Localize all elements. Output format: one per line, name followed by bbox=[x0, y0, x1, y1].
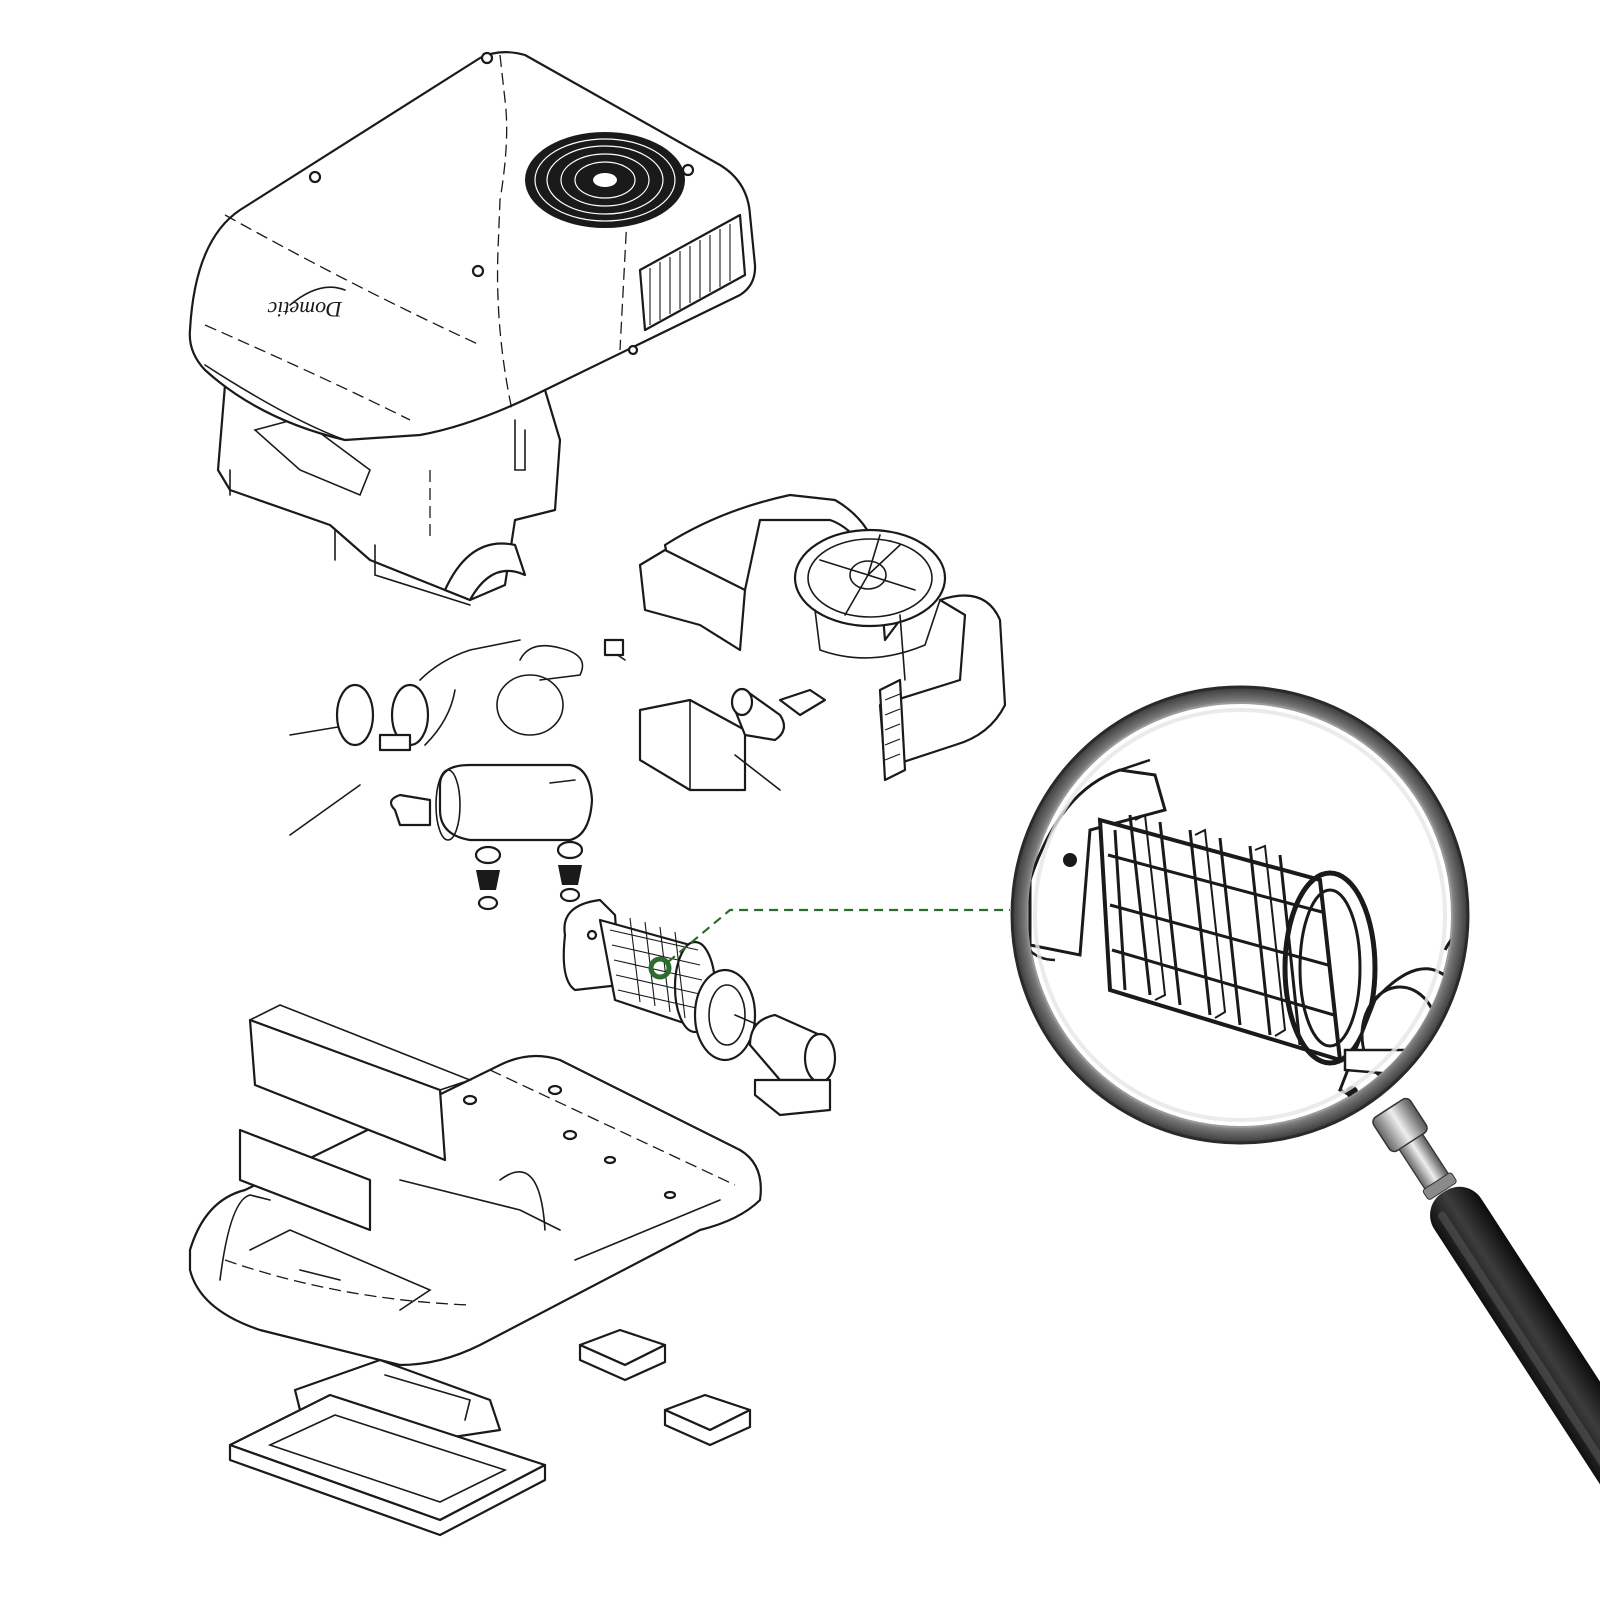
magnified-blower-wheel bbox=[1028, 758, 1452, 1108]
filter-parts bbox=[228, 1328, 752, 1537]
compressor-piping bbox=[289, 638, 626, 911]
magnifying-glass-icon bbox=[1010, 685, 1600, 1533]
blower-highlight-marker bbox=[648, 956, 672, 980]
condenser-assembly bbox=[638, 493, 1007, 792]
base-pan bbox=[188, 1004, 762, 1367]
callout-line bbox=[667, 908, 1010, 963]
side-vents bbox=[638, 213, 747, 332]
condenser-fan-grille bbox=[525, 132, 685, 228]
top-shroud: Dometic bbox=[188, 51, 757, 606]
logo-text: Dometic bbox=[267, 297, 343, 322]
blower-assembly bbox=[562, 898, 837, 1117]
